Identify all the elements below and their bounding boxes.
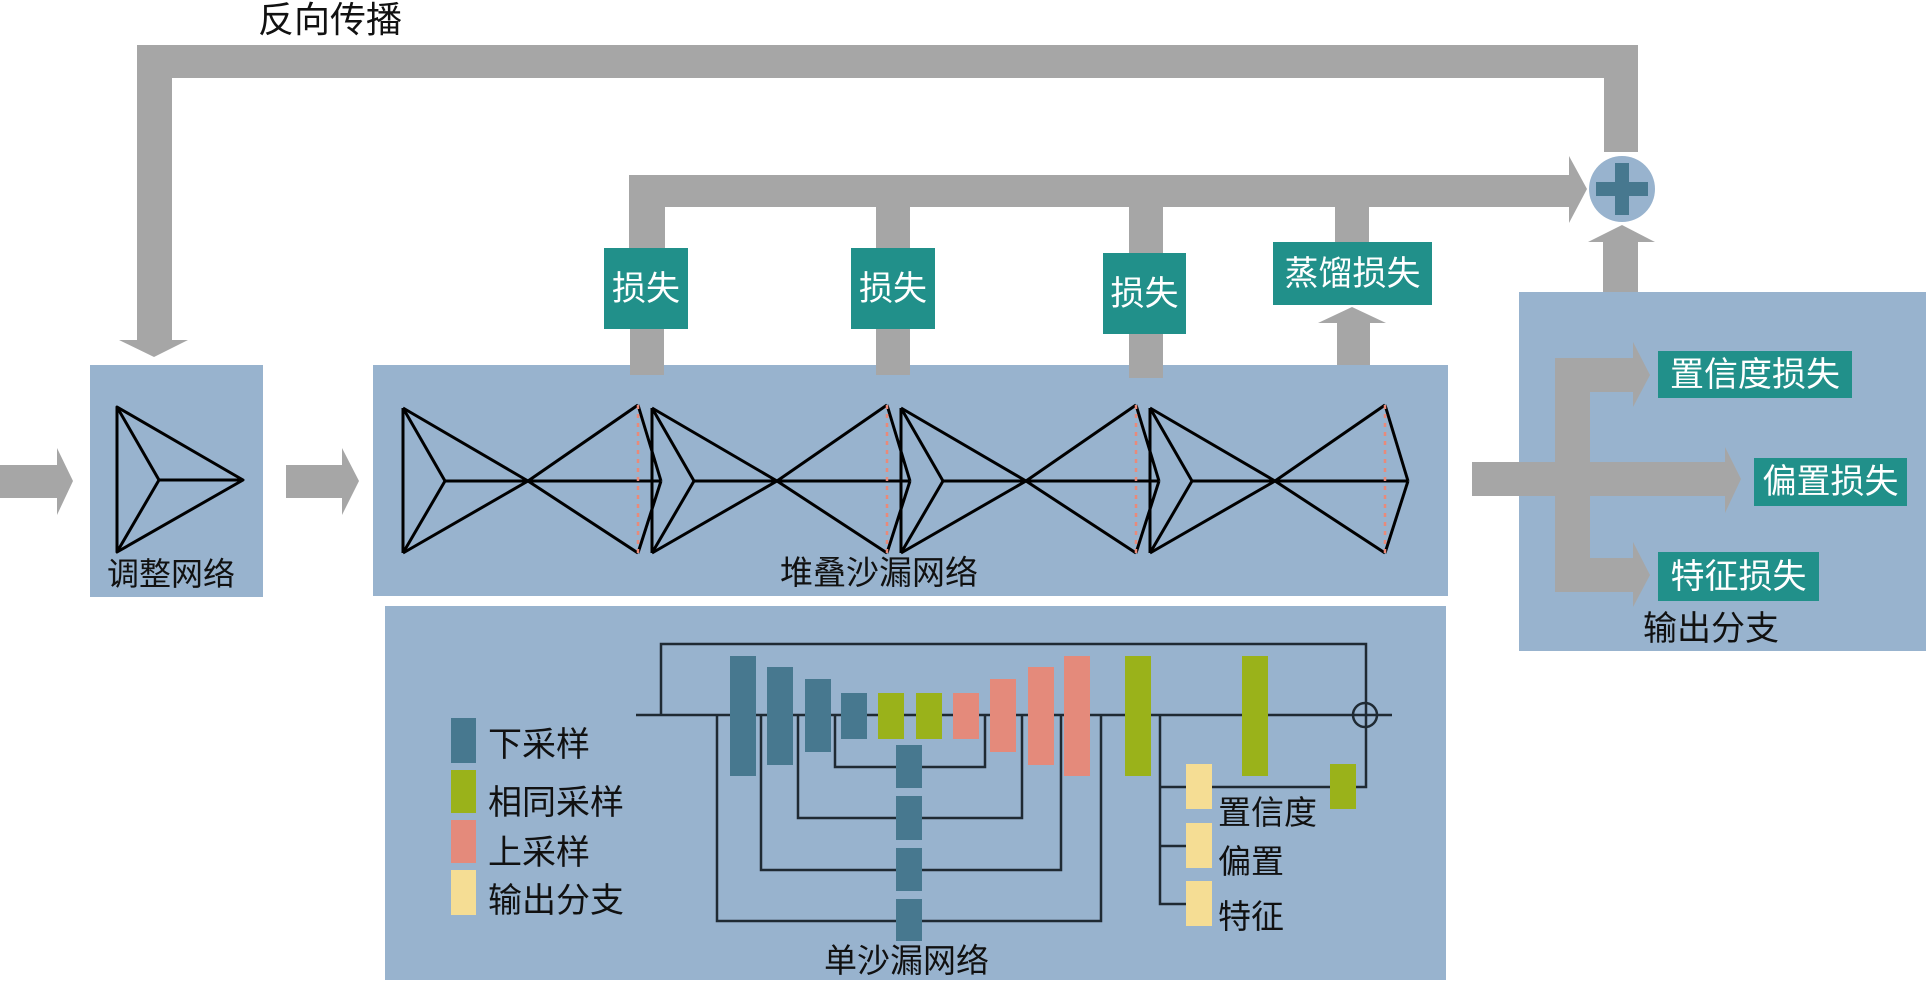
same-sample-block xyxy=(1242,656,1268,776)
same-sample-block xyxy=(1330,764,1356,809)
distill-loss-box: 蒸馏损失 xyxy=(1273,242,1432,305)
upsample-block xyxy=(1064,656,1090,776)
skip-downsample-block xyxy=(896,745,922,788)
upsample-block xyxy=(953,693,979,739)
output-head-block xyxy=(1186,764,1212,809)
bias-loss-box: 偏置损失 xyxy=(1754,458,1907,506)
single-hourglass-label: 单沙漏网络 xyxy=(824,944,989,977)
backprop-label: 反向传播 xyxy=(258,3,402,39)
head-label-bias: 偏置 xyxy=(1218,845,1284,878)
legend-label-downsample: 下采样 xyxy=(488,728,590,762)
loss-box-3: 损失 xyxy=(1103,253,1186,334)
loss-stem-4 xyxy=(1335,205,1369,245)
input-arrow xyxy=(0,448,73,515)
confidence-loss-box: 置信度损失 xyxy=(1658,351,1852,398)
upsample-block xyxy=(990,679,1016,752)
downsample-block xyxy=(841,693,867,739)
head-label-feature: 特征 xyxy=(1218,900,1284,933)
feature-loss-box: 特征损失 xyxy=(1658,552,1819,601)
loss-box-2: 损失 xyxy=(851,248,935,329)
legend-label-output: 输出分支 xyxy=(488,884,624,918)
output-head-block xyxy=(1186,881,1212,926)
adjust-to-stacked-arrow xyxy=(286,448,359,515)
legend-swatch-upsample xyxy=(451,820,476,863)
loss-box-1: 损失 xyxy=(604,248,688,329)
adjust-network-label: 调整网络 xyxy=(107,558,235,590)
up-arrow-4 xyxy=(1318,307,1386,365)
legend-swatch-downsample xyxy=(451,718,476,763)
legend-swatch-output xyxy=(451,870,476,915)
output-head-block xyxy=(1186,823,1212,868)
legend-label-upsample: 上采样 xyxy=(488,836,590,870)
downsample-block xyxy=(767,667,793,765)
stacked-hourglass-label: 堆叠沙漏网络 xyxy=(780,556,978,589)
skip-downsample-block xyxy=(896,848,922,891)
loss-stem-3 xyxy=(1129,205,1163,255)
downsample-block xyxy=(805,679,831,752)
head-label-confidence: 置信度 xyxy=(1218,796,1317,829)
output-up-arrow xyxy=(1588,225,1655,292)
legend-label-same: 相同采样 xyxy=(488,786,624,820)
legend-swatch-same xyxy=(451,770,476,813)
loss-collector-arrow xyxy=(629,156,1587,248)
output-branch-label: 输出分支 xyxy=(1643,612,1779,646)
same-sample-block xyxy=(1125,656,1151,776)
plus-icon-v xyxy=(1615,163,1629,215)
skip-downsample-block xyxy=(896,796,922,840)
upsample-block xyxy=(1028,667,1054,765)
loss-stem-2 xyxy=(876,205,910,250)
same-sample-block xyxy=(916,693,942,739)
skip-downsample-block xyxy=(896,899,922,941)
downsample-block xyxy=(730,656,756,776)
same-sample-block xyxy=(878,693,904,739)
